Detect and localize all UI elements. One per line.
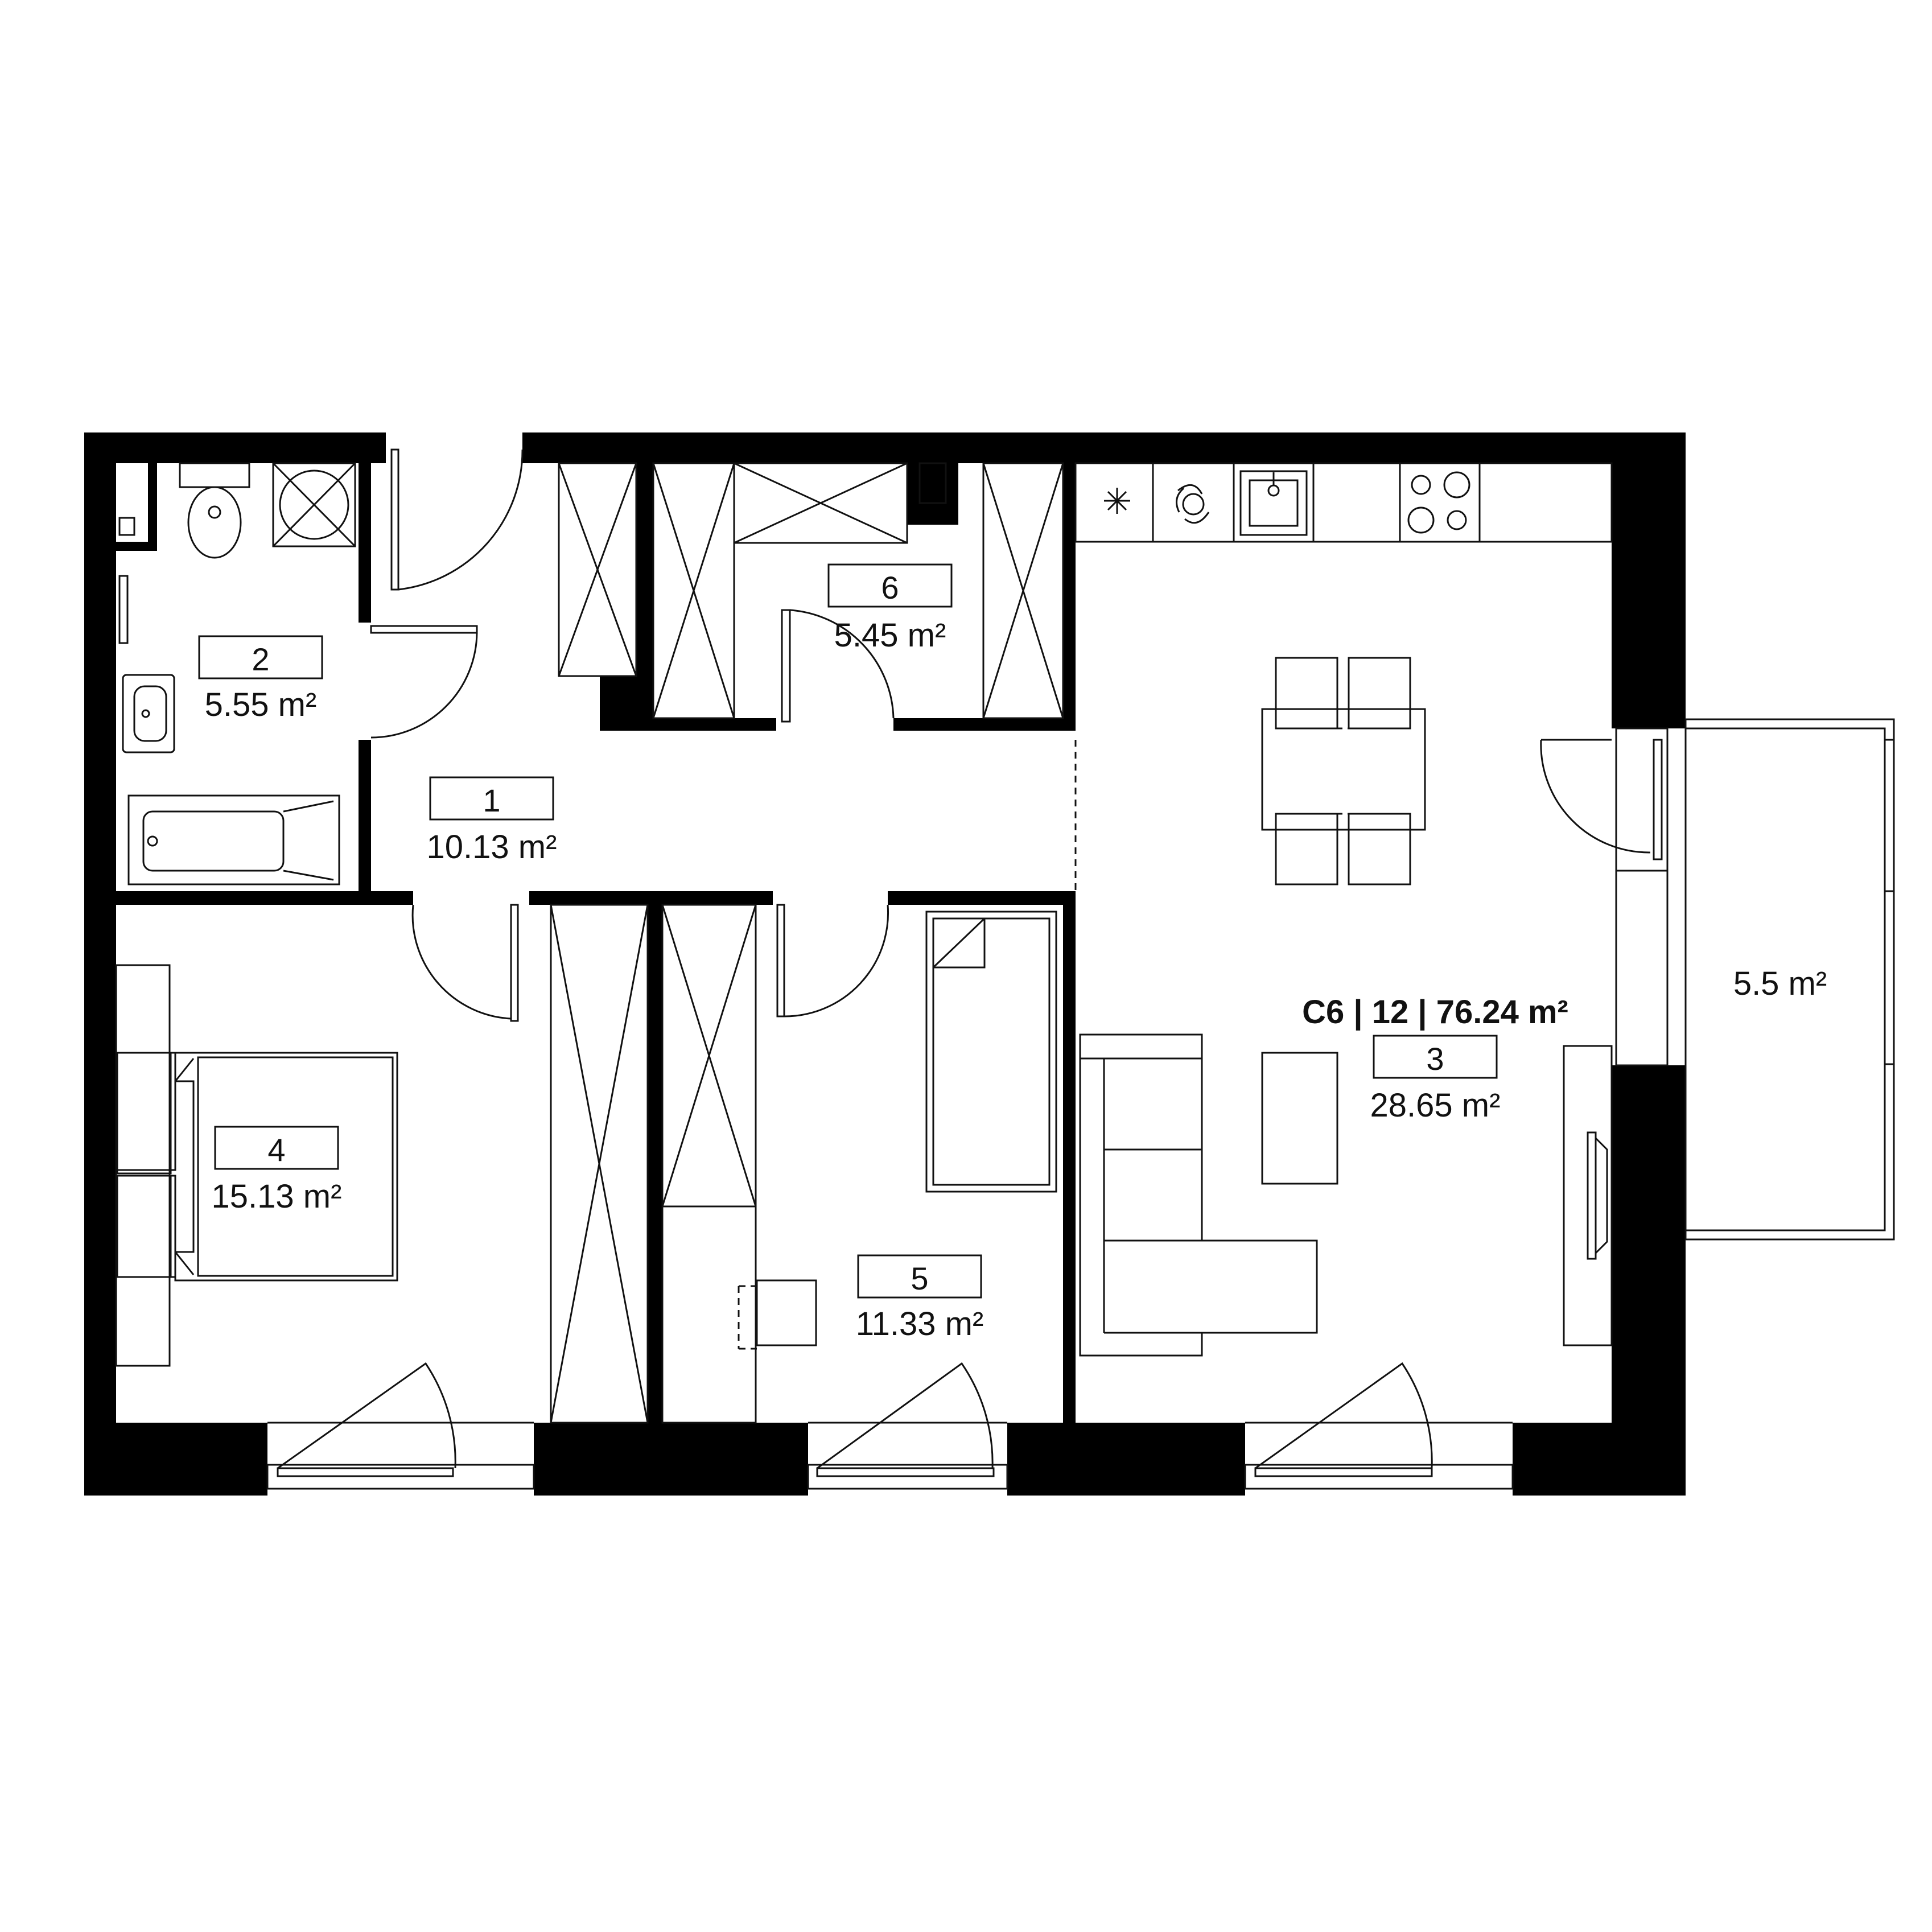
wall-bottom-3 <box>1007 1423 1245 1496</box>
window-bed4 <box>266 1362 535 1490</box>
room-1-label: 1 10.13 m² <box>427 776 557 866</box>
desk-chair <box>756 1279 817 1346</box>
bedroom-4-furniture <box>115 964 398 1367</box>
room-area: 10.13 m² <box>427 829 557 866</box>
dining-table <box>1261 657 1426 885</box>
room-area: 5.55 m² <box>205 686 317 723</box>
wall-bath-right-lower <box>359 740 371 893</box>
bathroom-fixtures <box>118 462 356 885</box>
room-3-label: C6 | 12 | 76.24 m² 3 28.65 m² <box>1302 994 1568 1124</box>
room-2-label: 2 5.55 m² <box>198 635 323 723</box>
bedroom-5-furniture <box>738 911 1057 1350</box>
closet-hall <box>558 462 637 677</box>
wall-bed5-right <box>1063 891 1076 1423</box>
cooktop-icon <box>1407 471 1470 534</box>
sofa <box>1079 1033 1318 1357</box>
room-number: 6 <box>881 570 899 605</box>
wall-bed-div <box>648 905 662 1423</box>
wall-bath-shaft-b <box>116 542 157 551</box>
wall-bottom-4 <box>1513 1423 1686 1496</box>
wall-shaft <box>907 463 958 525</box>
window-living <box>1244 1362 1514 1490</box>
wardrobes <box>550 462 1064 1424</box>
walls <box>84 432 1686 1496</box>
wall-storage-bottom-left <box>600 718 776 731</box>
wall-right-upper <box>1612 432 1686 728</box>
wall-bottom-1 <box>84 1423 267 1496</box>
bathtub-icon <box>127 794 340 885</box>
room-6-label: 6 5.45 m² <box>827 563 953 654</box>
room-area: 15.13 m² <box>212 1178 342 1215</box>
sink-kitchen-icon <box>1239 470 1308 536</box>
sink-icon <box>122 674 175 753</box>
wall-bath-shaft <box>148 463 157 551</box>
room-number: 4 <box>267 1132 285 1168</box>
room-number: 2 <box>252 641 269 677</box>
window-bed5 <box>807 1362 1008 1490</box>
shaft-box <box>272 462 356 547</box>
windows <box>266 727 1669 1490</box>
kitchen <box>1074 462 1613 543</box>
fridge-icon <box>1104 488 1130 514</box>
room-number: 5 <box>911 1260 928 1296</box>
bath-shaft-vent <box>118 517 135 536</box>
wall-bed5-top <box>888 891 1076 905</box>
balcony: 5.5 m² <box>1684 718 1895 1241</box>
wall-bottom-2 <box>534 1423 808 1496</box>
room-area: 5.45 m² <box>834 617 946 654</box>
wall-bed-top-mid <box>529 891 773 905</box>
wall-storage-bottom-right <box>893 718 1076 731</box>
toilet-seat <box>208 505 221 519</box>
wall-left <box>84 432 116 1496</box>
towel-rail <box>118 575 129 644</box>
wall-top-left <box>84 432 386 463</box>
wall-bath-right-upper <box>359 432 371 623</box>
room-4-label: 4 15.13 m² <box>212 1126 342 1215</box>
single-bed <box>925 911 1057 1193</box>
wall-storage-right <box>1063 463 1076 731</box>
double-bed <box>174 1052 398 1282</box>
closet-storage-2 <box>982 462 1064 719</box>
room-number: 3 <box>1426 1041 1444 1077</box>
room-area: 11.33 m² <box>856 1305 984 1342</box>
room-area: 28.65 m² <box>1370 1087 1501 1124</box>
tv-icon <box>1587 1131 1597 1260</box>
tv-cabinet <box>1563 1045 1613 1346</box>
wall-bed4-top <box>116 891 413 905</box>
wall-top <box>522 432 1686 463</box>
closet-storage-top <box>733 462 908 544</box>
room-number: 1 <box>483 782 500 818</box>
closet-storage-1 <box>652 462 735 719</box>
kitchen-counter <box>1074 462 1613 543</box>
living-furniture <box>1074 740 1613 1357</box>
window-balcony-door <box>1615 727 1669 1066</box>
coffee-table <box>1261 1052 1338 1185</box>
toilet-bowl-icon <box>187 486 242 559</box>
apartment-title: C6 | 12 | 76.24 m² <box>1302 994 1568 1031</box>
room-5-label: 5 11.33 m² <box>856 1254 984 1342</box>
wardrobe-bed4 <box>550 904 649 1424</box>
doors <box>370 448 1651 1022</box>
dishwasher-icon <box>1176 484 1210 524</box>
room-labels: 1 10.13 m² 2 5.55 m² C6 | 12 | 76.24 m² … <box>198 563 1568 1342</box>
balcony-area: 5.5 m² <box>1733 965 1827 1002</box>
